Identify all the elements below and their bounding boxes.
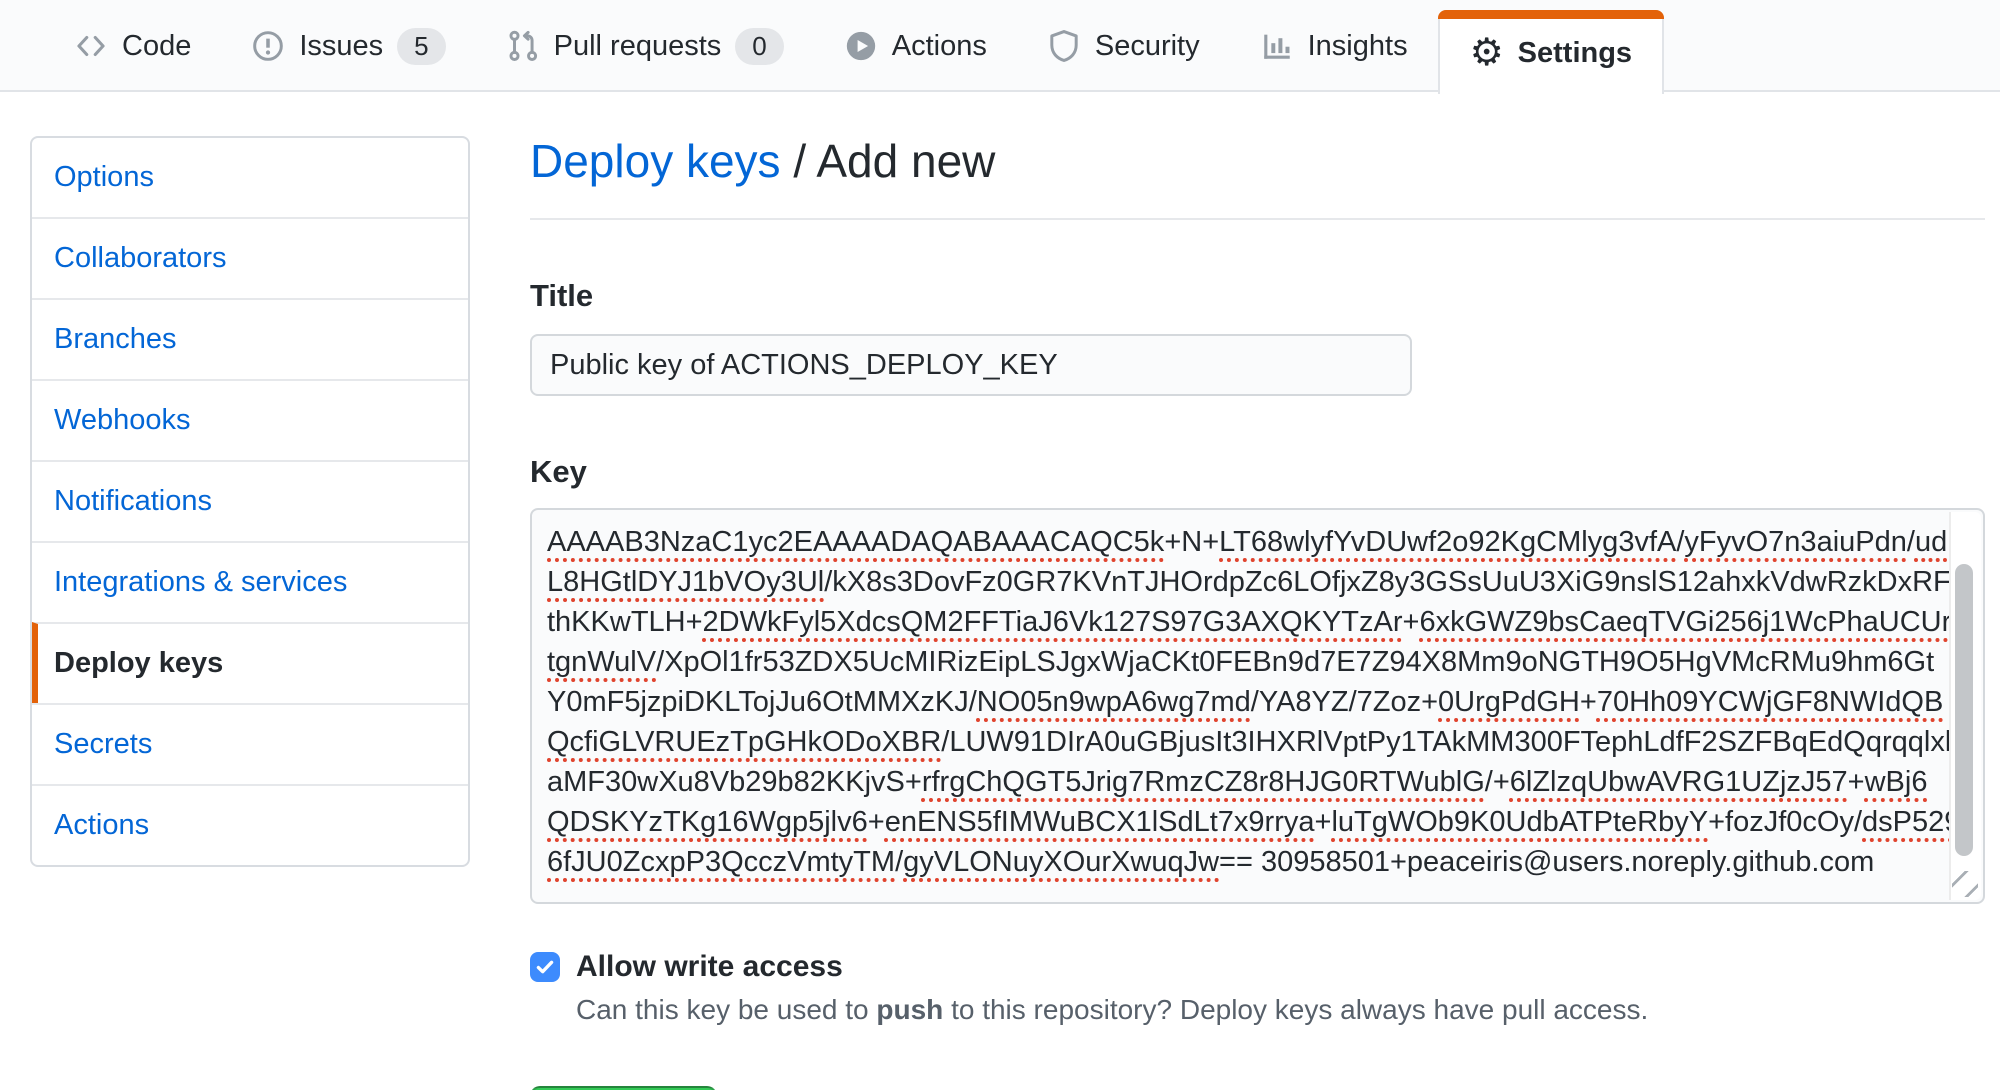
sidebar-item-branches[interactable]: Branches xyxy=(32,298,468,379)
key-textarea[interactable]: AAAAB3NzaC1yc2EAAAADAQABAAACAQC5k+N+LT68… xyxy=(530,508,1985,904)
deploy-keys-breadcrumb-link[interactable]: Deploy keys xyxy=(530,135,781,187)
tab-pull-requests[interactable]: Pull requests 0 xyxy=(476,0,814,92)
checkmark-icon xyxy=(536,960,554,974)
tab-label: Issues xyxy=(299,29,384,62)
allow-write-access-label[interactable]: Allow write access xyxy=(576,950,843,983)
sidebar-item-integrations-services[interactable]: Integrations & services xyxy=(32,541,468,622)
title-input[interactable] xyxy=(530,334,1412,396)
sidebar-item-options[interactable]: Options xyxy=(54,161,154,193)
title-label: Title xyxy=(530,278,594,313)
shield-icon xyxy=(1047,29,1081,63)
code-icon xyxy=(74,29,108,63)
allow-write-access-checkbox[interactable] xyxy=(530,952,560,982)
textarea-scrollbar-track[interactable] xyxy=(1949,512,1981,900)
key-text: AAAAB3NzaC1yc2EAAAADAQABAAACAQC5k+N+LT68… xyxy=(547,526,1969,878)
key-label: Key xyxy=(530,454,587,489)
tab-label: Code xyxy=(122,29,192,62)
deploy-key-form: Deploy keys / Add new Title Key AAAAB3Nz… xyxy=(530,132,1985,1090)
breadcrumb-separator: / xyxy=(780,135,817,187)
tab-label: Security xyxy=(1094,29,1200,62)
textarea-scrollbar-thumb[interactable] xyxy=(1955,564,1973,856)
heading-divider xyxy=(530,218,1985,220)
settings-sidebar: Options Collaborators Branches Webhooks … xyxy=(30,136,470,867)
pull-requests-counter-badge: 0 xyxy=(735,27,784,65)
tab-label: Pull requests xyxy=(553,29,722,62)
sidebar-item-actions[interactable]: Actions xyxy=(32,784,468,865)
tab-actions[interactable]: Actions xyxy=(814,0,1017,92)
page-title: Deploy keys / Add new xyxy=(530,132,1985,190)
issues-counter-badge: 5 xyxy=(397,27,446,65)
sidebar-item-notifications[interactable]: Notifications xyxy=(32,460,468,541)
git-pull-request-icon xyxy=(506,29,540,63)
write-access-note: Can this key be used to push to this rep… xyxy=(576,994,1649,1025)
sidebar-item-collaborators[interactable]: Collaborators xyxy=(32,217,468,298)
sidebar-item-deploy-keys[interactable]: Deploy keys xyxy=(32,622,468,703)
tab-label: Actions xyxy=(891,29,987,62)
tab-settings[interactable]: ⚙ Settings xyxy=(1437,10,1665,94)
breadcrumb-current: Add new xyxy=(816,135,996,187)
tab-label: Settings xyxy=(1517,36,1633,69)
add-key-button[interactable]: Add key xyxy=(530,1086,717,1090)
tab-code[interactable]: Code xyxy=(44,0,221,92)
graph-icon xyxy=(1260,29,1294,63)
tab-issues[interactable]: Issues 5 xyxy=(221,0,475,92)
play-icon xyxy=(844,29,878,63)
issue-opened-icon xyxy=(251,29,285,63)
gear-icon: ⚙ xyxy=(1469,32,1504,74)
tab-label: Insights xyxy=(1307,29,1408,62)
sidebar-item-secrets[interactable]: Secrets xyxy=(32,703,468,784)
tab-insights[interactable]: Insights xyxy=(1230,0,1438,92)
textarea-resize-handle[interactable] xyxy=(1952,871,1978,897)
tab-security[interactable]: Security xyxy=(1017,0,1230,92)
sidebar-item-webhooks[interactable]: Webhooks xyxy=(32,379,468,460)
repo-nav: Code Issues 5 Pull requests 0 Actions Se… xyxy=(0,0,2000,94)
